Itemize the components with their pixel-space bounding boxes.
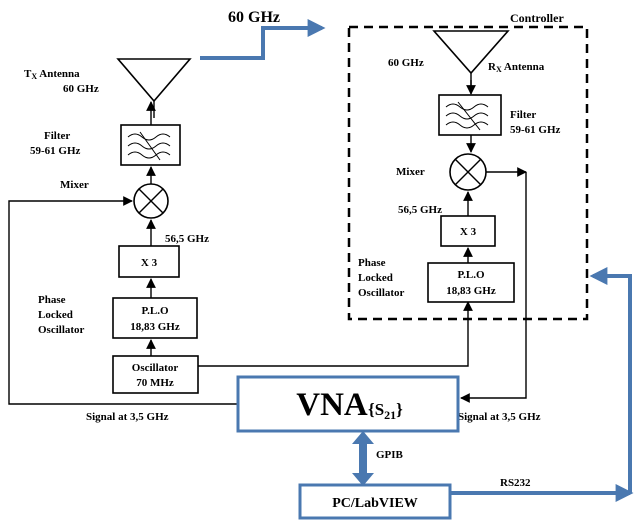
- tx-56-frequency: 56,5 GHz: [165, 233, 209, 245]
- tx-antenna-frequency: 60 GHz: [63, 83, 99, 95]
- rx-filter-label: Filter: [510, 109, 536, 121]
- tx-multiplier-label: X 3: [141, 257, 158, 269]
- rx-antenna-frequency: 60 GHz: [388, 57, 424, 69]
- rx-multiplier-block: [440, 215, 496, 247]
- osc-to-rx-plo: [198, 301, 473, 367]
- rs232-label: RS232: [500, 477, 531, 489]
- tx-plo-block: [112, 297, 198, 339]
- rx-plo-frequency: 18,83 GHz: [446, 285, 496, 297]
- vna-parameter: {S21}: [368, 400, 403, 422]
- tx-multiplier-block: [118, 245, 180, 278]
- wireless-link-arrow: [200, 19, 326, 60]
- tx-mixer-cross-b: [138, 188, 164, 214]
- rx-mixer-label: Mixer: [396, 166, 425, 178]
- tx-antenna-icon: [116, 58, 192, 103]
- tx-plo-label: P.L.O: [141, 305, 169, 317]
- vna-box: [236, 375, 460, 433]
- rx-pll-label: Phase Locked Oscillator: [358, 257, 405, 299]
- rx-plo-label: P.L.O: [457, 269, 485, 281]
- oscillator-block: [112, 355, 199, 394]
- tx-antenna-label: TX Antenna: [24, 68, 80, 81]
- rx-antenna-icon: [432, 30, 510, 75]
- tx-plo-frequency: 18,83 GHz: [130, 321, 180, 333]
- vna-label: VNA: [296, 387, 368, 423]
- vna-to-tx-mixer: [8, 196, 238, 405]
- rx-filter-icon: [445, 101, 489, 131]
- rx-signal-label: Signal at 3,5 GHz: [458, 411, 541, 423]
- rx-mixer-cross-b: [454, 158, 482, 186]
- tx-filter-icon: [127, 131, 171, 161]
- tx-signal-label: Signal at 3,5 GHz: [86, 411, 169, 423]
- rx-mixer-to-vna: [460, 172, 527, 403]
- tx-filter-label: Filter: [44, 130, 70, 142]
- gpib-label: GPIB: [376, 449, 404, 461]
- gpib-arrow-up: [352, 431, 374, 444]
- controller-label: Controller: [510, 11, 564, 25]
- tx-mixer-label: Mixer: [60, 179, 89, 191]
- link-frequency-label: 60 GHz: [228, 9, 280, 26]
- rx-antenna-label: RX Antenna: [488, 61, 545, 74]
- rs232-to-controller: [589, 267, 632, 493]
- pc-box: [298, 483, 452, 520]
- rx-plo-block: [427, 262, 515, 303]
- oscillator-label: Oscillator: [132, 362, 179, 374]
- rx-56-frequency: 56,5 GHz: [398, 204, 442, 216]
- tx-filter-range: 59-61 GHz: [30, 145, 81, 157]
- rx-filter-range: 59-61 GHz: [510, 124, 561, 136]
- tx-pll-label: Phase Locked Oscillator: [38, 294, 85, 336]
- rx-multiplier-label: X 3: [460, 226, 477, 238]
- pc-label: PC/LabVIEW: [332, 496, 418, 511]
- oscillator-frequency: 70 MHz: [136, 377, 174, 389]
- gpib-arrow-down: [352, 473, 374, 486]
- rx-filter-block: [438, 94, 502, 136]
